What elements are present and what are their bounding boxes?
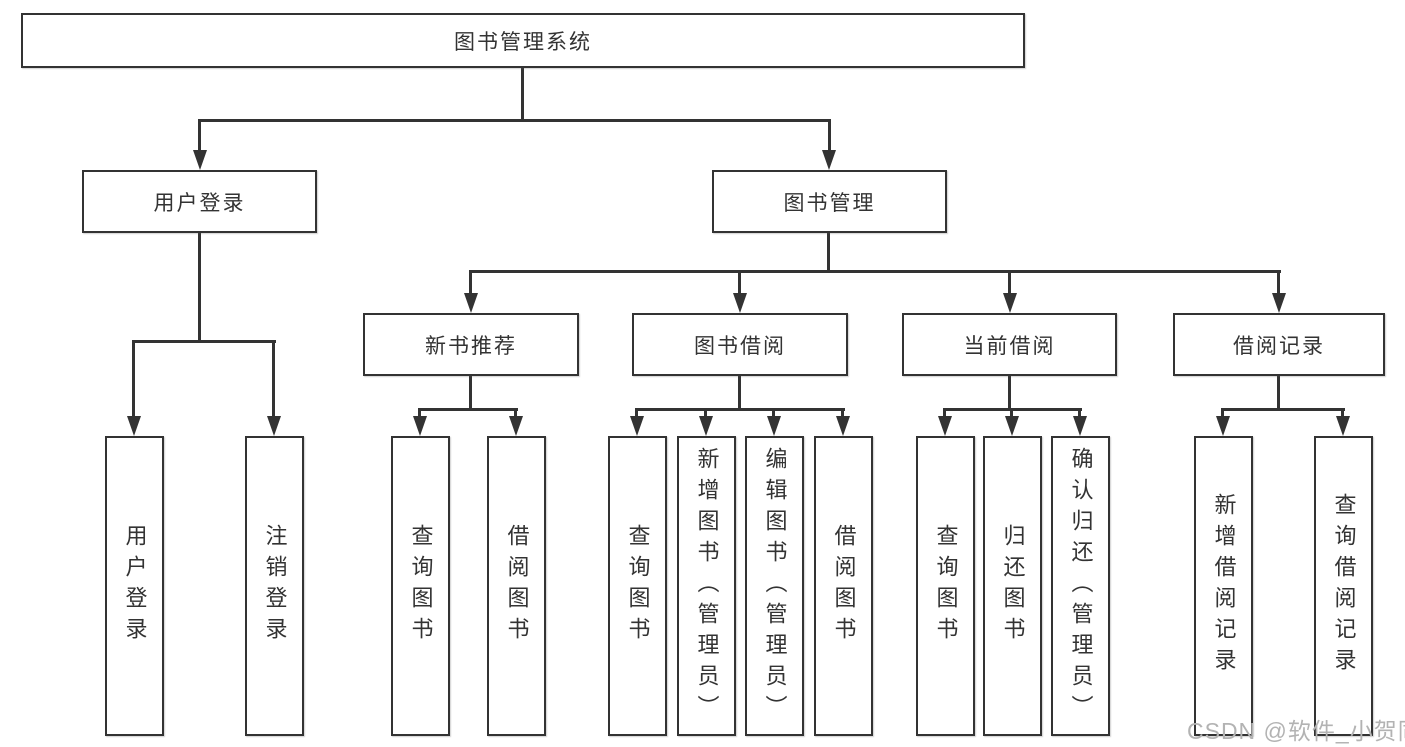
arrowhead-down-icon [836, 416, 850, 436]
connector-line [272, 340, 275, 418]
leaf-add-borrow-record: 新增借阅记录 [1194, 436, 1253, 736]
node-label: 用户登录 [122, 524, 148, 648]
connector-line [132, 340, 135, 418]
connector-line [198, 119, 831, 122]
connector-line [635, 408, 638, 420]
node-label: 确认归还（管理员） [1068, 446, 1094, 726]
node-label: 查询图书 [625, 524, 651, 648]
connector-line [1221, 408, 1345, 411]
node-label: 注销登录 [262, 524, 288, 648]
connector-line [1277, 270, 1280, 295]
node-label: 图书管理 [783, 191, 876, 215]
connector-line [827, 232, 830, 270]
connector-line [469, 376, 472, 408]
node-label: 新书推荐 [425, 334, 517, 358]
connector-line [1008, 376, 1011, 408]
connector-line [418, 408, 518, 411]
arrowhead-down-icon [413, 416, 427, 436]
arrowhead-down-icon [733, 293, 747, 313]
node-label: 当前借阅 [963, 334, 1056, 358]
connector-line [635, 408, 845, 411]
leaf-edit-books-admin: 编辑图书（管理员） [745, 436, 804, 736]
node-label: 查询图书 [408, 524, 434, 648]
node-label: 查询图书 [933, 524, 959, 648]
node-user-login-branch: 用户登录 [82, 170, 317, 233]
leaf-query-books-recommend: 查询图书 [391, 436, 450, 736]
connector-line [738, 376, 741, 408]
connector-line [828, 119, 831, 154]
connector-line [772, 408, 775, 420]
connector-line [198, 119, 201, 154]
node-current-borrowing: 当前借阅 [902, 313, 1117, 376]
connector-line [469, 270, 1281, 273]
arrowhead-down-icon [1073, 416, 1087, 436]
connector-line [704, 408, 707, 420]
leaf-borrow-books-recommend: 借阅图书 [487, 436, 546, 736]
node-label: 编辑图书（管理员） [762, 446, 788, 726]
arrowhead-down-icon [127, 416, 141, 436]
arrowhead-down-icon [938, 416, 952, 436]
node-label: 新增借阅记录 [1211, 493, 1237, 679]
connector-line [198, 233, 201, 340]
arrowhead-down-icon [1336, 416, 1350, 436]
connector-line [738, 270, 741, 295]
leaf-confirm-return-admin: 确认归还（管理员） [1051, 436, 1110, 736]
leaf-user-login: 用户登录 [105, 436, 164, 736]
arrowhead-down-icon [1003, 293, 1017, 313]
node-label: 新增图书（管理员） [694, 446, 720, 726]
connector-line [469, 270, 472, 295]
node-book-management-branch: 图书管理 [712, 170, 947, 233]
arrowhead-down-icon [267, 416, 281, 436]
connector-line [1341, 408, 1344, 420]
node-label: 图书管理系统 [454, 30, 592, 54]
leaf-query-borrow-record: 查询借阅记录 [1314, 436, 1373, 736]
arrowhead-down-icon [464, 293, 478, 313]
arrowhead-down-icon [822, 150, 836, 170]
node-book-borrowing: 图书借阅 [632, 313, 848, 376]
connector-line [1221, 408, 1224, 420]
arrowhead-down-icon [630, 416, 644, 436]
arrowhead-down-icon [1272, 293, 1286, 313]
leaf-logout: 注销登录 [245, 436, 304, 736]
connector-line [943, 408, 946, 420]
connector-line [514, 408, 517, 420]
arrowhead-down-icon [193, 150, 207, 170]
node-new-book-recommendation: 新书推荐 [363, 313, 579, 376]
connector-line [418, 408, 421, 420]
node-label: 借阅记录 [1233, 334, 1325, 358]
connector-line [1008, 270, 1011, 295]
leaf-borrow-books: 借阅图书 [814, 436, 873, 736]
leaf-query-books-current: 查询图书 [916, 436, 975, 736]
leaf-add-books-admin: 新增图书（管理员） [677, 436, 736, 736]
arrowhead-down-icon [699, 416, 713, 436]
node-label: 查询借阅记录 [1331, 493, 1357, 679]
node-borrowing-records: 借阅记录 [1173, 313, 1385, 376]
node-library-management-system: 图书管理系统 [21, 13, 1025, 68]
connector-line [521, 68, 524, 119]
arrowhead-down-icon [1216, 416, 1230, 436]
connector-line [1277, 376, 1280, 408]
arrowhead-down-icon [1005, 416, 1019, 436]
leaf-return-books: 归还图书 [983, 436, 1042, 736]
arrowhead-down-icon [509, 416, 523, 436]
node-label: 借阅图书 [504, 524, 530, 648]
leaf-query-books-borrowing: 查询图书 [608, 436, 667, 736]
node-label: 借阅图书 [831, 524, 857, 648]
connector-line [1010, 408, 1013, 420]
node-label: 用户登录 [153, 191, 246, 215]
csdn-watermark: CSDN @软件_小贺同学 [1187, 718, 1405, 744]
node-label: 归还图书 [1000, 524, 1026, 648]
connector-line [1078, 408, 1081, 420]
connector-line [132, 340, 276, 343]
node-label: 图书借阅 [694, 334, 786, 358]
arrowhead-down-icon [767, 416, 781, 436]
connector-line [841, 408, 844, 420]
